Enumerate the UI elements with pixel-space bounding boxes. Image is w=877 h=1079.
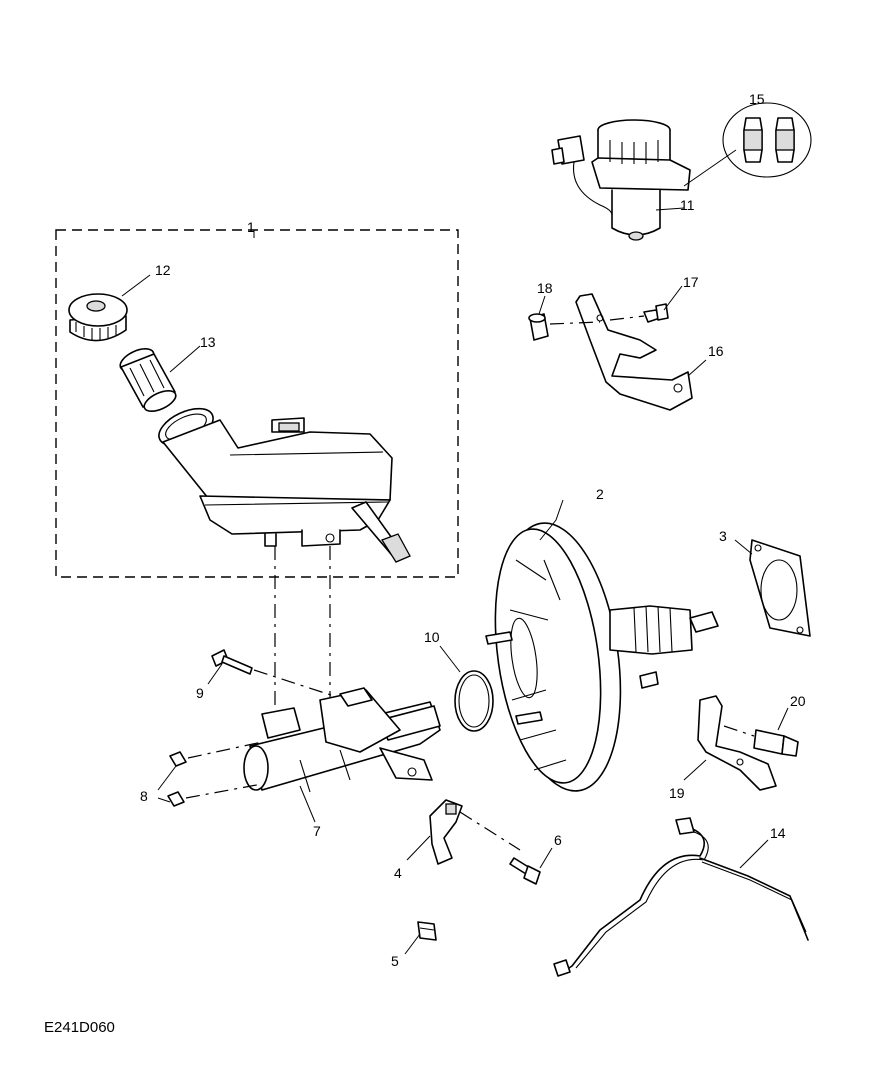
callout-9: 9 [196, 685, 204, 701]
fixing-bolt[interactable] [211, 649, 253, 675]
reservoir-filter[interactable] [117, 344, 179, 415]
sensor-bolt[interactable] [509, 857, 541, 885]
callout-12: 12 [155, 262, 171, 278]
vacuum-hose[interactable] [553, 817, 809, 977]
callout-5: 5 [391, 953, 399, 969]
callout-3: 3 [719, 528, 727, 544]
callout-17: 17 [683, 274, 699, 290]
callout-7: 7 [313, 823, 321, 839]
callout-10: 10 [424, 629, 440, 645]
bracket-bolt[interactable] [643, 303, 669, 323]
callout-11: 11 [680, 197, 695, 213]
callout-14: 14 [770, 825, 786, 841]
callout-8: 8 [140, 788, 148, 804]
spacer-pair[interactable] [722, 102, 812, 178]
callout-18: 18 [537, 280, 553, 296]
position-sensor[interactable] [429, 799, 463, 865]
callout-13: 13 [200, 334, 216, 350]
sensor-bracket[interactable] [697, 695, 777, 791]
bracket-stud[interactable] [528, 313, 549, 341]
pressure-sensor[interactable] [753, 729, 799, 757]
callout-15: 15 [749, 91, 765, 107]
callout-1: 1 [247, 219, 255, 235]
brake-booster[interactable] [481, 515, 719, 799]
fixing-nut[interactable] [167, 751, 187, 807]
brake-fluid-reservoir[interactable] [153, 401, 411, 563]
callout-2: 2 [596, 486, 604, 502]
reference-code: E241D060 [44, 1019, 115, 1036]
callout-4: 4 [394, 865, 402, 881]
mounting-bracket[interactable] [575, 293, 693, 411]
retaining-clip[interactable] [417, 921, 437, 941]
seal-ring[interactable] [454, 670, 494, 732]
reservoir-assembly-box [55, 229, 459, 578]
callout-16: 16 [708, 343, 724, 359]
callout-20: 20 [790, 693, 806, 709]
vacuum-pump[interactable] [551, 119, 691, 241]
reservoir-cap[interactable] [68, 293, 128, 342]
booster-gasket[interactable] [749, 539, 811, 637]
master-cylinder[interactable] [243, 687, 441, 793]
callout-19: 19 [669, 785, 685, 801]
callout-6: 6 [554, 832, 562, 848]
